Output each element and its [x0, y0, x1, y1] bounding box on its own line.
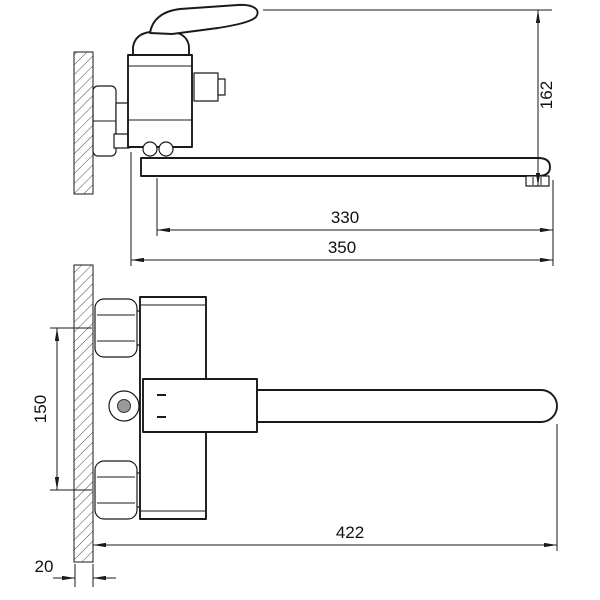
dimension-mount-centers: 150 [31, 327, 92, 491]
front-view: 150 422 20 [31, 264, 558, 587]
dim-wall-thickness-label: 20 [35, 557, 54, 576]
dimension-height: 162 [263, 9, 556, 186]
lever-handle [149, 3, 259, 35]
wall-section-front [73, 264, 94, 563]
mount-nut-top [94, 298, 138, 358]
spout-tube-side [140, 157, 551, 177]
dim-total-projection-label: 350 [328, 238, 356, 257]
diverter-outlet [217, 78, 226, 96]
swivel-nut-left [142, 141, 158, 157]
side-view: 162 330 350 [73, 3, 556, 266]
dimension-overall-length: 422 [93, 424, 558, 551]
spout-base-front [142, 378, 258, 433]
wall-section-side [73, 51, 94, 195]
dimension-total-projection: 350 [130, 152, 553, 266]
dim-overall-length-label: 422 [336, 523, 364, 542]
dim-spout-length-label: 330 [331, 208, 359, 227]
dimension-wall-thickness: 20 [35, 557, 116, 587]
check-valve-cap [113, 133, 130, 149]
swivel-nut-right [158, 141, 174, 157]
diverter-knob-center [117, 399, 131, 413]
diverter-block [193, 72, 219, 102]
mount-nut-bottom [94, 460, 138, 520]
spout-tube-front [256, 389, 558, 423]
dimension-spout-length: 330 [156, 178, 554, 266]
cartridge-dome [132, 31, 190, 56]
faucet-body-side [127, 54, 193, 148]
dim-height-label: 162 [537, 81, 556, 109]
dim-mount-centers-label: 150 [31, 395, 50, 423]
